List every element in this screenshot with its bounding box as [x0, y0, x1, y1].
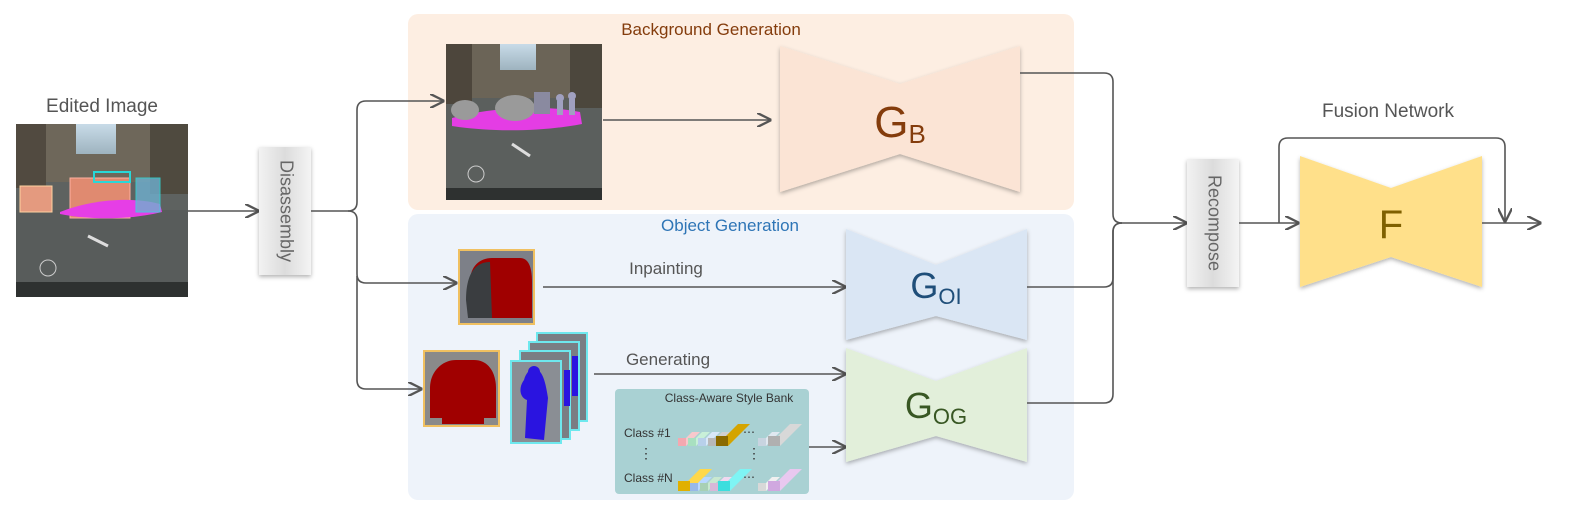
generating-label: Generating — [626, 350, 710, 369]
edited-image-label: Edited Image — [46, 96, 158, 117]
object-generation-title: Object Generation — [661, 216, 799, 235]
style-bank-row-n-bars — [678, 469, 802, 491]
car-mask-image — [423, 350, 500, 427]
class-aware-style-bank: Class-Aware Style Bank Class #1 ⋮ Class … — [615, 389, 809, 494]
person-mask-stack — [510, 332, 588, 444]
generator-gog: GOG — [846, 348, 1027, 462]
svg-text:GOG: GOG — [905, 385, 967, 429]
disassembly-label: Disassembly — [276, 160, 296, 262]
goi-main-label: G — [910, 265, 938, 306]
gb-sub-label: B — [908, 119, 925, 149]
style-bank-hdots-row-1: ⋯ — [743, 425, 755, 439]
style-bank-row-1-bars — [678, 424, 802, 446]
style-bank-vdots-mid: ⋮ — [747, 445, 761, 461]
background-image — [446, 44, 602, 200]
inpainting-label: Inpainting — [629, 259, 703, 278]
svg-text:GB: GB — [874, 98, 926, 149]
gog-sub-label: OG — [933, 404, 967, 429]
gb-main-label: G — [874, 98, 908, 147]
goi-sub-label: OI — [938, 284, 961, 309]
style-bank-vdots: ⋮ — [639, 445, 653, 461]
background-generation-title: Background Generation — [621, 20, 801, 39]
gog-main-label: G — [905, 385, 933, 426]
style-bank-row-last: Class #N — [624, 471, 673, 485]
svg-text:GOI: GOI — [910, 265, 961, 309]
inpainting-input-image — [458, 249, 535, 325]
style-bank-hdots-row-n: ⋯ — [743, 470, 755, 484]
fusion-network-title: Fusion Network — [1322, 101, 1454, 122]
generator-gb: GB — [780, 46, 1020, 192]
recompose-label: Recompose — [1204, 175, 1224, 271]
disassembly-block: Disassembly — [259, 147, 311, 275]
generator-goi: GOI — [846, 229, 1027, 340]
edited-image — [16, 124, 188, 297]
f-main-label: F — [1379, 203, 1403, 247]
style-bank-row-first: Class #1 — [624, 426, 671, 440]
fusion-generator-f: F — [1300, 156, 1482, 287]
style-bank-title: Class-Aware Style Bank — [665, 391, 794, 405]
recompose-block: Recompose — [1187, 159, 1239, 287]
